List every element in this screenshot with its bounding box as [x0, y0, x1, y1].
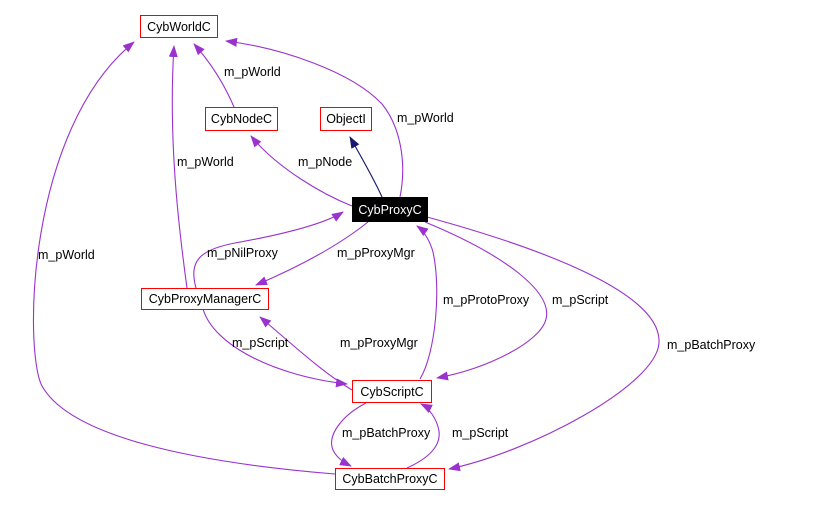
edge-cybproxyc-to-cybscriptc: [424, 221, 548, 381]
edge-label-m_pworld-batchproxyc: m_pWorld: [38, 248, 95, 262]
node-cybscriptc[interactable]: CybScriptC: [352, 380, 432, 403]
node-cybworldc[interactable]: CybWorldC: [140, 15, 218, 38]
edge-cybbatchproxyc-to-cybscriptc: [406, 403, 440, 469]
node-cybbatchproxyc[interactable]: CybBatchProxyC: [335, 468, 445, 490]
node-cybproxymanagerc[interactable]: CybProxyManagerC: [141, 288, 269, 310]
edge-label-m_pscript-proxyc: m_pScript: [552, 293, 609, 307]
node-cybnodec[interactable]: CybNodeC: [205, 107, 278, 131]
edge-cybscriptc-to-cybproxyc: [416, 225, 438, 380]
edge-label-m_pprotoproxy: m_pProtoProxy: [443, 293, 530, 307]
edge-label-m_pworld-nodec: m_pWorld: [224, 65, 281, 79]
edge-label-m_pnode: m_pNode: [298, 155, 353, 169]
edge-label-m_pproxymgr-scriptc: m_pProxyMgr: [340, 336, 418, 350]
edge-cybscriptc-to-cybproxymanagerc: [259, 316, 353, 391]
edge-label-m_pworld-proxymanagerc: m_pWorld: [177, 155, 234, 169]
edge-label-m_pbatchproxy-scriptc: m_pBatchProxy: [342, 426, 431, 440]
node-objecti[interactable]: ObjectI: [320, 107, 372, 131]
edge-label-m_pscript-batchproxyc: m_pScript: [452, 426, 509, 440]
edge-cybscriptc-to-cybbatchproxyc: [331, 402, 367, 467]
edge-cybproxymanagerc-to-cybworldc: [168, 45, 188, 289]
node-cybproxyc[interactable]: CybProxyC: [352, 197, 428, 222]
edge-label-m_pbatchproxy-proxyc: m_pBatchProxy: [667, 338, 756, 352]
edge-cybproxyc-to-cybproxymanagerc: [255, 221, 369, 286]
edge-label-m_pscript-proxymanagerc: m_pScript: [232, 336, 289, 350]
edge-inheritance-cybproxyc-to-objecti: [349, 136, 383, 198]
edge-cybnodec-to-cybworldc: [193, 43, 235, 108]
edge-cybproxymanagerc-to-cybproxyc: [193, 211, 344, 289]
edge-cybbatchproxyc-to-cybworldc: [32, 41, 336, 475]
edge-cybproxyc-to-cybnodec: [250, 135, 353, 207]
edge-label-m_pnilproxy: m_pNilProxy: [207, 246, 278, 260]
edge-cybproxyc-to-cybworldc: [225, 37, 404, 198]
edge-cybproxymanagerc-to-cybscriptc: [202, 308, 348, 388]
edge-label-m_pproxymgr-proxyc: m_pProxyMgr: [337, 246, 415, 260]
edge-label-m_pworld-proxyc: m_pWorld: [397, 111, 454, 125]
edge-cybproxyc-to-cybbatchproxyc: [426, 216, 660, 472]
